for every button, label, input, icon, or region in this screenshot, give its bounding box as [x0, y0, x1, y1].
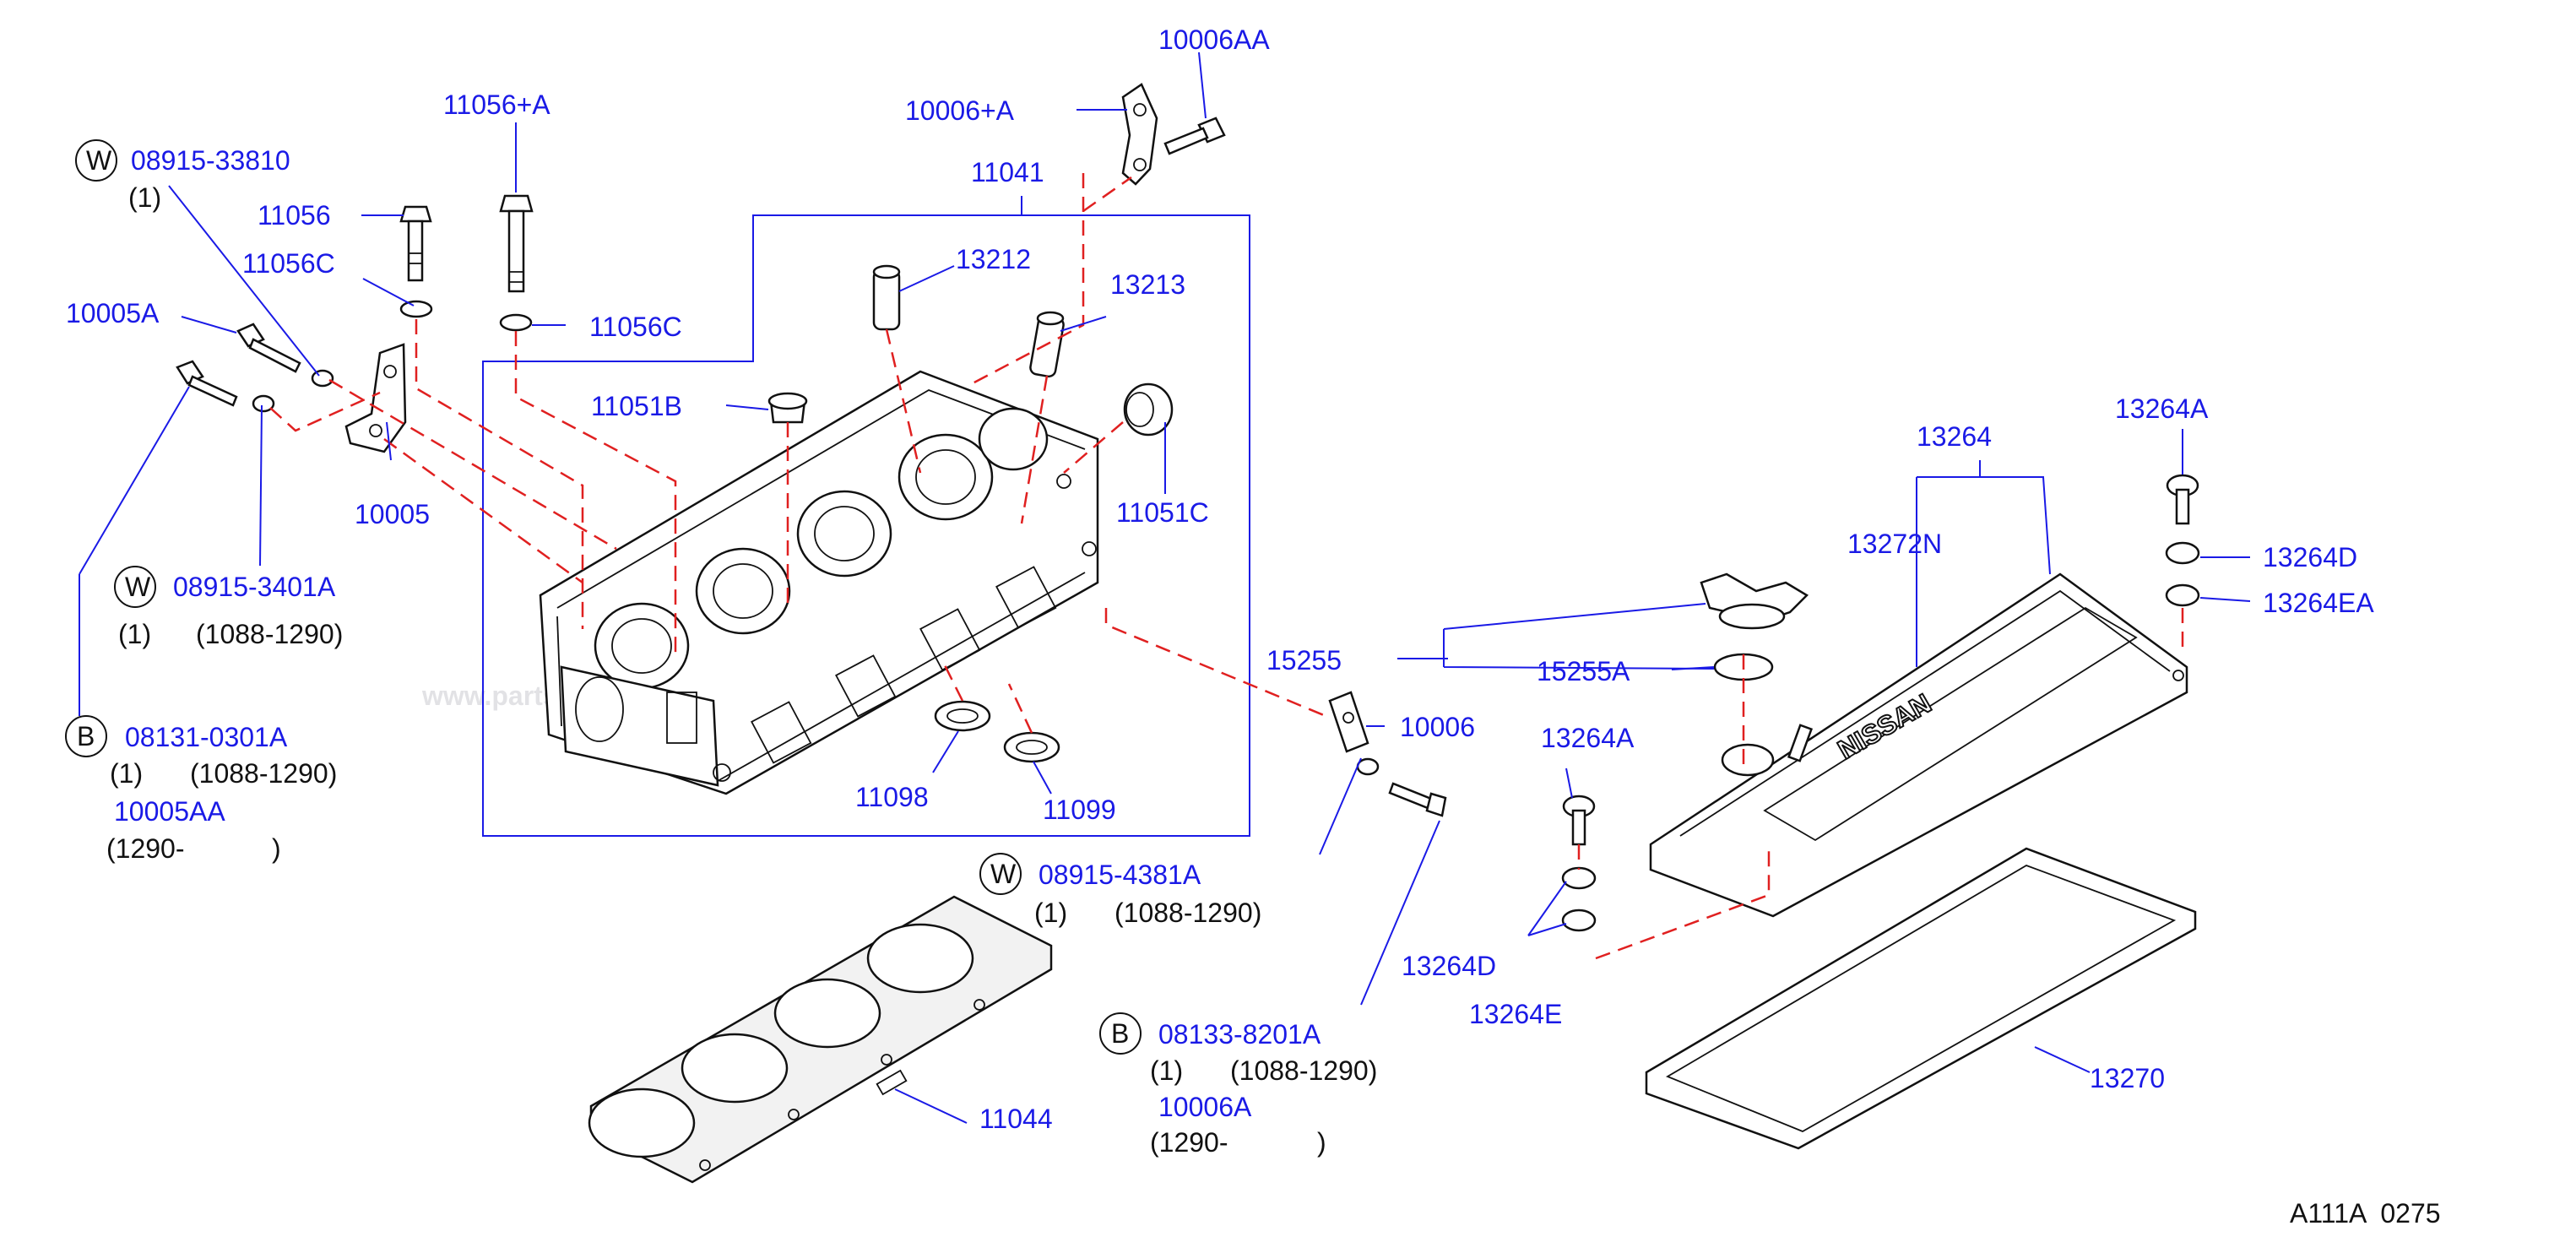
screw-13264a-left-drawing [1562, 795, 1596, 846]
part-label-11051c[interactable]: 11051C [1116, 497, 1209, 528]
part-label-13264d-right[interactable]: 13264D [2263, 542, 2357, 572]
part-label-08915-4381a[interactable]: 08915-4381A [1039, 860, 1201, 890]
rocker-cover-gasket-drawing [1645, 847, 2197, 1150]
bracket-10005-drawing [344, 343, 407, 453]
quantity-label: (1) [1034, 898, 1067, 928]
part-label-10006a[interactable]: 10006A [1158, 1092, 1252, 1122]
seal-11099-drawing [1003, 731, 1060, 763]
date-range-label: (1088-1290) [196, 619, 343, 649]
washer-symbol-circle [979, 853, 1022, 895]
quantity-label: (1) [118, 619, 151, 649]
bolt-08133-drawing [1388, 782, 1447, 817]
part-label-10006aa[interactable]: 10006AA [1158, 24, 1270, 55]
part-label-11099[interactable]: 11099 [1043, 795, 1116, 825]
part-label-08915-33810[interactable]: 08915-33810 [131, 145, 290, 176]
cylinder-head-drawing [539, 370, 1099, 795]
bracket-10006-drawing [1328, 691, 1369, 753]
date-range-label: (1290- [1150, 1127, 1228, 1158]
part-label-11098[interactable]: 11098 [855, 782, 929, 812]
plug-11051c-drawing [1123, 382, 1174, 437]
part-label-11056c-left[interactable]: 11056C [242, 248, 335, 279]
part-label-13264d-left[interactable]: 13264D [1402, 951, 1496, 981]
bolt-symbol-b-2: B [1111, 1018, 1129, 1049]
part-label-10005a[interactable]: 10005A [66, 298, 160, 328]
washer-symbol-circle [114, 566, 156, 608]
part-label-11056a-plus[interactable]: 11056+A [443, 90, 550, 120]
part-label-13213[interactable]: 13213 [1110, 269, 1185, 300]
part-label-13272n[interactable]: 13272N [1847, 529, 1942, 559]
bracket-15255 [1397, 603, 1715, 670]
part-label-13264e[interactable]: 13264E [1469, 999, 1562, 1029]
date-range-label: (1088-1290) [190, 758, 337, 789]
rocker-cover-drawing: NISSAN [1649, 572, 2188, 918]
bolt-symbol-circle [65, 715, 107, 757]
grommet-13264d-left-drawing [1561, 866, 1597, 890]
quantity-label: (1) [128, 182, 161, 213]
seal-11098-drawing [934, 700, 991, 732]
quantity-label: (1) [1150, 1055, 1183, 1086]
part-label-11041[interactable]: 11041 [971, 157, 1044, 187]
bolt-11056-drawing [399, 205, 433, 318]
part-label-10006[interactable]: 10006 [1400, 712, 1475, 742]
washer-symbol-w-3: W [990, 859, 1017, 889]
part-label-13212[interactable]: 13212 [956, 244, 1031, 274]
part-label-13264ea[interactable]: 13264EA [2263, 588, 2374, 618]
dowel-13212-drawing [872, 264, 901, 331]
washer-symbol-w-2: W [125, 572, 151, 602]
date-range-label: (1088-1290) [1114, 898, 1261, 928]
bolt-symbol-circle [1099, 1012, 1142, 1055]
screw-13264a-right-drawing [2166, 474, 2199, 525]
quantity-label: (1) [110, 758, 143, 789]
bolt-10005a-drawing [236, 323, 334, 388]
dowel-13213-drawing [1029, 311, 1065, 378]
assembly-dash-lines [269, 173, 2184, 960]
part-label-08915-3401a[interactable]: 08915-3401A [173, 572, 336, 602]
bolt-08131-drawing [176, 360, 275, 413]
grommet-13264d-right-drawing [2165, 541, 2200, 565]
oil-cap-drawing [1700, 572, 1809, 630]
bolt-symbol-b-1: B [77, 721, 95, 751]
part-label-13264[interactable]: 13264 [1917, 421, 1992, 452]
part-label-15255[interactable]: 15255 [1266, 645, 1342, 675]
part-label-11051b[interactable]: 11051B [591, 391, 682, 421]
bracket-13264 [1916, 460, 2051, 667]
head-gasket-drawing [588, 895, 1053, 1184]
part-label-10005[interactable]: 10005 [355, 499, 430, 529]
washer-08133-drawing [1356, 757, 1380, 776]
bolt-10006aa-drawing [1163, 117, 1226, 155]
bolt-11056a-drawing [499, 194, 534, 332]
plug-11051b-drawing [767, 392, 808, 424]
part-label-08133-8201a[interactable]: 08133-8201A [1158, 1019, 1321, 1050]
washer-13264e-drawing [1561, 909, 1597, 932]
washer-symbol-circle [75, 139, 117, 182]
part-label-13270[interactable]: 13270 [2090, 1063, 2165, 1093]
part-label-10006a-plus[interactable]: 10006+A [905, 95, 1015, 126]
date-range-close: ) [272, 833, 281, 864]
part-label-13264a-left[interactable]: 13264A [1541, 723, 1635, 753]
part-label-13264a-right[interactable]: 13264A [2115, 393, 2209, 424]
date-range-label: (1088-1290) [1230, 1055, 1377, 1086]
date-range-close: ) [1317, 1127, 1326, 1158]
part-label-08131-0301a[interactable]: 08131-0301A [125, 722, 288, 752]
part-label-15255a[interactable]: 15255A [1537, 656, 1630, 686]
date-range-label: (1290- [106, 833, 185, 864]
part-label-11044[interactable]: 11044 [979, 1104, 1053, 1134]
footer-diagram-code: A111A 0275 [2290, 1198, 2441, 1229]
part-label-11056c-right[interactable]: 11056C [589, 312, 682, 342]
cylinder-head-group-bracket [482, 214, 1250, 837]
part-label-11056[interactable]: 11056 [258, 200, 331, 231]
bracket-10006a-drawing [1121, 83, 1158, 186]
washer-symbol-w-1: W [86, 145, 112, 176]
part-label-10005aa[interactable]: 10005AA [114, 796, 225, 827]
washer-13264ea-drawing [2165, 583, 2200, 607]
part-labels: 10006AA 10006+A 11056+A 11041 08915-3381… [66, 24, 2441, 1229]
